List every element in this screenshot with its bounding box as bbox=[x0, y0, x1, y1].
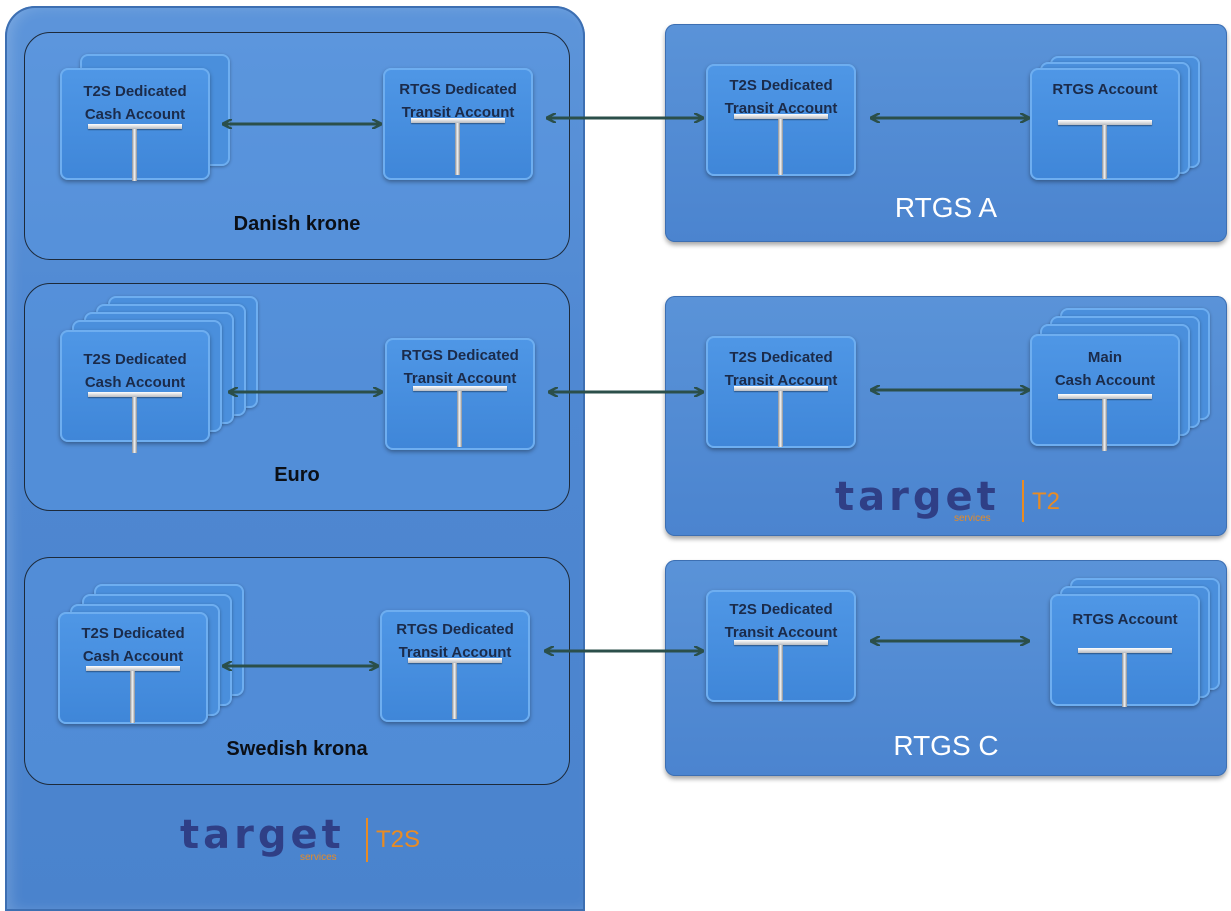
t2s-dedicated-cash-account-dkk: T2S Dedicated Cash Account bbox=[60, 68, 210, 181]
account-label: T2S Dedicated Cash Account bbox=[81, 625, 185, 665]
logo-tag: T2S bbox=[376, 826, 421, 853]
account-label: T2S Dedicated Transit Account bbox=[724, 601, 838, 641]
t-account-stem bbox=[132, 129, 137, 181]
logo-tag: T2 bbox=[1032, 488, 1061, 515]
account-label: RTGS Account bbox=[1072, 611, 1178, 628]
account-label: T2S Dedicated Transit Account bbox=[724, 77, 838, 117]
account-label: RTGS Dedicated Transit Account bbox=[396, 621, 514, 661]
logo-separator bbox=[1022, 480, 1024, 522]
t-account-bar bbox=[1058, 394, 1152, 399]
t-account-bar bbox=[413, 386, 507, 391]
t-account-stem bbox=[452, 663, 457, 719]
logo-subtitle: services bbox=[954, 513, 991, 524]
t-account-bar bbox=[86, 666, 180, 671]
account-label: RTGS Dedicated Transit Account bbox=[399, 81, 517, 121]
t-account-bar bbox=[734, 114, 828, 119]
logo-separator bbox=[366, 818, 368, 862]
currency-label: Danish krone bbox=[233, 213, 361, 235]
t-account-stem bbox=[1102, 399, 1107, 451]
t-account-stem bbox=[1122, 653, 1127, 707]
t-account-bar bbox=[1078, 648, 1172, 653]
account-label: Main Cash Account bbox=[1054, 349, 1156, 389]
t-account-bar bbox=[88, 124, 182, 129]
rtgs-dedicated-transit-account-eur: RTGS Dedicated Transit Account bbox=[385, 338, 535, 450]
account-label: RTGS Dedicated Transit Account bbox=[401, 347, 519, 387]
t2s-dedicated-cash-account-sek: T2S Dedicated Cash Account bbox=[58, 612, 208, 724]
t2s-dedicated-cash-account-eur: T2S Dedicated Cash Account bbox=[60, 330, 210, 453]
currency-label: Euro bbox=[274, 464, 320, 486]
rtgs-dedicated-transit-account-dkk: RTGS Dedicated Transit Account bbox=[383, 68, 533, 180]
t-account-stem bbox=[455, 123, 460, 175]
t2s-dedicated-transit-account-rtgs-a: T2S Dedicated Transit Account bbox=[706, 64, 856, 176]
currency-label: Swedish krona bbox=[226, 738, 368, 760]
t2s-dedicated-transit-account-t2: T2S Dedicated Transit Account bbox=[706, 336, 856, 448]
t-account-bar bbox=[734, 386, 828, 391]
t-account-bar bbox=[1058, 120, 1152, 125]
t-account-bar bbox=[408, 658, 502, 663]
t-account-stem bbox=[132, 397, 137, 453]
t-account-stem bbox=[1102, 125, 1107, 179]
t-account-stem bbox=[778, 391, 783, 447]
t-account-bar bbox=[411, 118, 505, 123]
t-account-bar bbox=[734, 640, 828, 645]
target-services-logo: target bbox=[835, 474, 1000, 520]
account-label: T2S Dedicated Cash Account bbox=[83, 83, 187, 123]
t-account-stem bbox=[457, 391, 462, 447]
t-account-stem bbox=[778, 119, 783, 175]
t2s-dedicated-transit-account-rtgs-c: T2S Dedicated Transit Account bbox=[706, 590, 856, 702]
target-services-logo: target bbox=[180, 812, 345, 858]
rtgs-dedicated-transit-account-sek: RTGS Dedicated Transit Account bbox=[380, 610, 530, 722]
rtgs-account-c: RTGS Account bbox=[1050, 594, 1200, 707]
t-account-stem bbox=[130, 671, 135, 723]
t-account-stem bbox=[778, 645, 783, 701]
t-account-bar bbox=[88, 392, 182, 397]
account-label: RTGS Account bbox=[1052, 81, 1158, 98]
rtgs-account-a: RTGS Account bbox=[1030, 68, 1180, 180]
panel-title: RTGS C bbox=[893, 730, 999, 761]
account-label: T2S Dedicated Cash Account bbox=[83, 351, 187, 391]
main-cash-account: Main Cash Account bbox=[1030, 334, 1180, 451]
logo-subtitle: services bbox=[300, 852, 337, 863]
account-label: T2S Dedicated Transit Account bbox=[724, 349, 838, 389]
panel-title: RTGS A bbox=[894, 192, 998, 223]
